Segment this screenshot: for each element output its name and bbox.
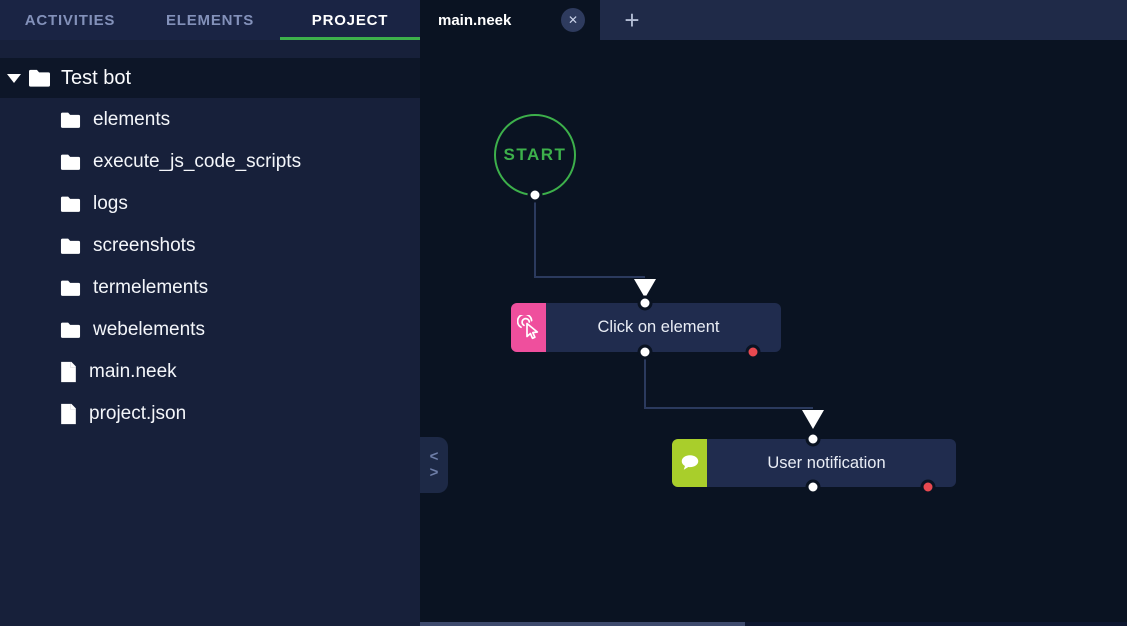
arrowhead-icon	[634, 279, 656, 298]
tree-item-elements[interactable]: elements	[0, 99, 420, 141]
project-sidebar: ACTIVITIES ELEMENTS PROJECT Test bot ele…	[0, 0, 420, 626]
tree-item-label: screenshots	[93, 235, 196, 256]
tree-item-label: execute_js_code_scripts	[93, 151, 302, 172]
node-click-on-element[interactable]: Click on element	[511, 303, 781, 352]
tab-project[interactable]: PROJECT	[311, 11, 389, 29]
tree-item-label: elements	[93, 109, 171, 130]
flow-canvas[interactable]: START Click on element User notification	[420, 40, 1127, 626]
active-tab-underline	[280, 37, 420, 40]
tree-item-screenshots[interactable]: screenshots	[0, 225, 420, 267]
horizontal-scrollbar-thumb[interactable]	[420, 622, 745, 626]
node-label: User notification	[767, 453, 886, 472]
node-user-notification[interactable]: User notification	[672, 439, 956, 487]
node-label: Click on element	[597, 318, 720, 336]
sidebar-tabbar: ACTIVITIES ELEMENTS PROJECT	[0, 0, 420, 40]
tree-item-label: webelements	[93, 319, 205, 340]
folder-icon	[60, 280, 81, 296]
tree-item-webelements[interactable]: webelements	[0, 309, 420, 351]
tree-item-label: project.json	[89, 403, 187, 424]
tree-item-main-neek[interactable]: main.neek	[0, 351, 420, 393]
click-cursor-icon	[511, 303, 546, 352]
folder-icon	[60, 196, 81, 212]
start-node[interactable]: START	[494, 114, 576, 196]
sidebar-collapse-handle[interactable]: < >	[420, 437, 448, 493]
folder-icon	[60, 112, 81, 128]
speech-bubble-icon	[672, 439, 707, 487]
caret-down-icon[interactable]	[7, 73, 21, 83]
editor-tabbar: main.neek ✕ +	[420, 0, 1127, 40]
arrowhead-icon	[802, 410, 824, 429]
folder-icon	[29, 69, 50, 87]
folder-icon	[60, 322, 81, 338]
file-icon	[61, 361, 76, 383]
tree-item-execute-js-code-scripts[interactable]: execute_js_code_scripts	[0, 141, 420, 183]
tree-item-termelements[interactable]: termelements	[0, 267, 420, 309]
tree-item-label: logs	[93, 193, 128, 214]
tree-root-test-bot[interactable]: Test bot	[0, 58, 420, 98]
editor-tab-main-neek[interactable]: main.neek ✕	[420, 0, 600, 40]
folder-icon	[60, 238, 81, 254]
start-node-label: START	[503, 145, 567, 164]
tab-activities[interactable]: ACTIVITIES	[24, 11, 116, 29]
tree-item-label: termelements	[93, 277, 209, 298]
file-icon	[61, 403, 76, 425]
tree-item-logs[interactable]: logs	[0, 183, 420, 225]
tab-elements[interactable]: ELEMENTS	[165, 11, 255, 29]
horizontal-scrollbar[interactable]	[420, 622, 1127, 626]
tree-item-project-json[interactable]: project.json	[0, 393, 420, 435]
chevron-right-icon: >	[429, 464, 439, 481]
tree-root-label: Test bot	[61, 66, 132, 89]
file-tree: elements execute_js_code_scripts logs sc…	[0, 99, 420, 435]
editor-tab-label: main.neek	[438, 11, 512, 29]
close-icon[interactable]: ✕	[561, 8, 585, 32]
folder-icon	[60, 154, 81, 170]
new-tab-button[interactable]: +	[624, 4, 640, 35]
chevron-left-icon: <	[429, 448, 439, 465]
tree-item-label: main.neek	[89, 361, 177, 382]
